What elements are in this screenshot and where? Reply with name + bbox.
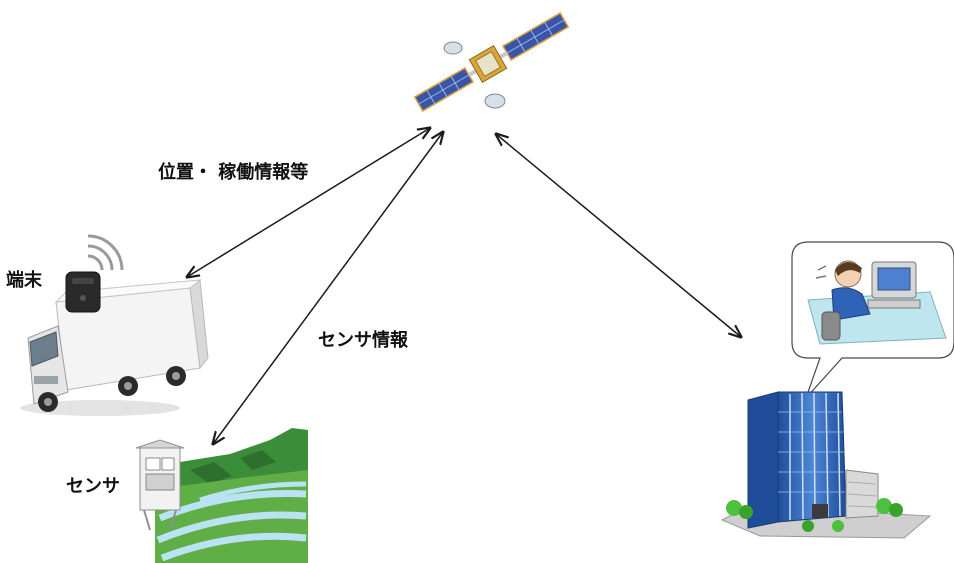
operator-at-computer-icon — [807, 260, 947, 345]
sensor-station-icon — [135, 439, 185, 531]
arrow-satellite-building — [496, 134, 741, 337]
label-sensor-info: センサ情報 — [318, 330, 408, 351]
label-terminal: 端末 — [6, 270, 42, 291]
office-building-icon — [720, 391, 932, 539]
arrow-satellite-terminal — [187, 128, 430, 277]
satellite-icon — [413, 12, 570, 112]
rice-terrace-icon — [155, 428, 308, 563]
terminal-device-icon — [65, 271, 101, 313]
wifi-signal-icon — [87, 234, 124, 271]
arrow-satellite-sensor — [213, 132, 443, 444]
label-position-operation-info: 位置・ 稼働情報等 — [158, 162, 309, 183]
label-sensor: センサ — [66, 476, 120, 497]
truck-icon — [20, 279, 209, 416]
